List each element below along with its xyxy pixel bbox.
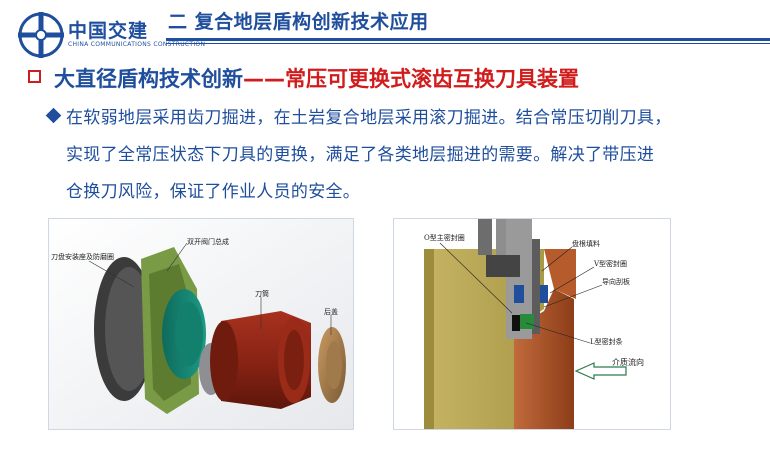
label-guide: 导向刮板: [602, 278, 630, 286]
body-line-2: 实现了全常压状态下刀具的更换，满足了各类地层掘进的需要。解决了带压进: [66, 145, 655, 165]
checkbox-bullet-icon: [28, 70, 41, 83]
section-title-sub: ——常压可更换式滚齿互换刀具装置: [243, 67, 579, 91]
logo-mark-icon: [18, 12, 64, 58]
body-line-1: 在软弱地层采用齿刀掘进，在土岩复合地层采用滚刀掘进。结合常压切削刀具，: [66, 108, 672, 128]
label-valve: 双开阀门总成: [187, 238, 229, 246]
figure-exploded-view: 刀盘安装座及防磨圈 双开阀门总成 刀筒 后盖: [48, 218, 354, 430]
logo-text-en: CHINA COMMUNICATIONS CONSTRUCTION: [68, 41, 206, 48]
logo-text-cn: 中国交建: [68, 20, 149, 42]
label-packing: 盘根填料: [572, 240, 600, 248]
label-mount: 刀盘安装座及防磨圈: [51, 253, 114, 261]
diamond-bullet-icon: [45, 107, 62, 124]
body-line-3: 仓换刀风险，保证了作业人员的安全。: [66, 182, 361, 202]
seal-section-illustration: [394, 219, 670, 429]
page-title: 二 复合地层盾构创新技术应用: [168, 11, 429, 33]
label-o-ring: O型主密封圈: [424, 234, 465, 242]
label-barrel: 刀筒: [255, 290, 269, 298]
section-title: 大直径盾构技术创新——常压可更换式滚齿互换刀具装置: [54, 63, 579, 93]
label-l-seal: L型密封条: [590, 338, 623, 346]
label-v-ring: V型密封圈: [594, 260, 628, 268]
company-logo: [8, 8, 158, 64]
label-cover: 后盖: [324, 308, 338, 316]
exploded-assembly-illustration: [49, 219, 353, 429]
header-rule-thin: [166, 43, 770, 44]
label-flow: 介质流向: [612, 358, 644, 367]
header-rule-thick: [166, 38, 770, 41]
section-title-main: 大直径盾构技术创新: [54, 67, 243, 91]
figure-seal-section: O型主密封圈 盘根填料 V型密封圈 导向刮板 L型密封条 介质流向: [393, 218, 671, 430]
